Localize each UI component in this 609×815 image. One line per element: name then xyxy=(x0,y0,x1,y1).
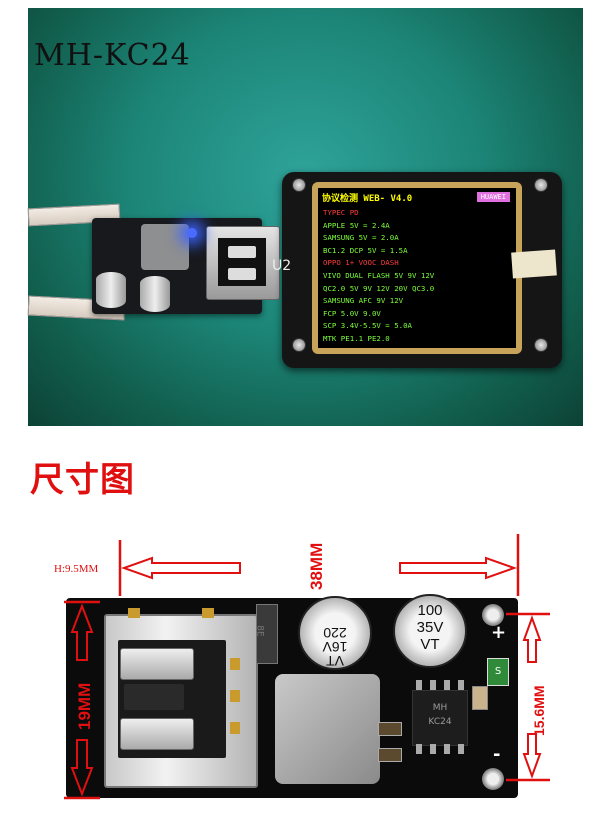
minus-marking: - xyxy=(493,744,501,765)
photo-usb-spring-top xyxy=(228,246,256,258)
screen-protocol-line: APPLE 5V = 2.4A xyxy=(323,220,390,230)
cap1-brand: VT xyxy=(420,636,440,653)
capacitor-100uf: 100 35V VT xyxy=(393,594,467,668)
screen-badge: HUAWEI xyxy=(476,192,510,202)
plus-marking: + xyxy=(491,622,507,643)
usb-tongue xyxy=(124,684,184,710)
screen-protocol-line: MTK PE1.1 PE2.0 xyxy=(323,334,390,343)
dim-hole-arrow-bottom xyxy=(522,733,542,779)
ic-pin xyxy=(430,680,436,690)
dim-width-label: 19MM xyxy=(75,683,94,730)
photo-capacitor-right xyxy=(140,276,170,312)
ic-pin xyxy=(444,744,450,754)
dim-length-arrow-right xyxy=(399,556,517,580)
blue-led xyxy=(187,228,197,238)
photo-capacitor-left xyxy=(96,272,126,308)
photo-inductor xyxy=(141,224,189,270)
pad xyxy=(128,608,140,618)
screen-protocol-line: OPPO 1+ VOOC DASH xyxy=(323,258,399,268)
section-heading: 尺寸图 xyxy=(30,460,135,500)
screen-protocol-line: SAMSUNG AFC 9V 12V xyxy=(323,296,404,306)
usb-spring-top xyxy=(120,648,194,680)
tester-screen: 协议检测 WEB- V4.0 HUAWEI TYPEC PD APPLE 5V =… xyxy=(318,188,516,348)
screen-protocol-line: SAMSUNG 5V = 2.0A xyxy=(323,233,399,243)
ic-label-line1: MH xyxy=(432,703,448,713)
ic-pin xyxy=(458,680,464,690)
cap1-voltage: 35V xyxy=(416,619,444,636)
screw-top-left xyxy=(292,178,306,192)
screen-header: 协议检测 WEB- V4.0 xyxy=(322,194,413,204)
usb-spring-bottom xyxy=(120,718,194,750)
mounting-hole-plus xyxy=(482,604,504,626)
smd-green-component: S xyxy=(487,658,509,686)
capacitor-220uf: VT 16V 220 xyxy=(298,596,372,670)
pad xyxy=(230,658,240,670)
dim-length-arrow-left xyxy=(121,556,241,580)
dim-height-label: H:9.5MM xyxy=(54,563,99,575)
smd-resistor xyxy=(378,722,402,736)
pad xyxy=(230,722,240,734)
screen-protocol-line: BC1.2 DCP 5V = 1.5A xyxy=(323,245,408,255)
ic-pin xyxy=(416,744,422,754)
dim-hole-arrow-top xyxy=(522,615,542,663)
screw-bottom-left xyxy=(292,338,306,352)
pad xyxy=(230,690,240,702)
ic-pin xyxy=(458,744,464,754)
product-model-label: MH-KC24 xyxy=(34,38,191,73)
ic-pin xyxy=(416,680,422,690)
smd-label: S xyxy=(494,666,502,677)
mounting-hole-minus xyxy=(482,768,504,790)
screen-protocol-line: TYPEC PD xyxy=(323,208,359,217)
screw-top-right xyxy=(534,178,548,192)
screen-protocol-line: SCP 3.4V-5.5V = 5.0A xyxy=(323,321,412,331)
pad xyxy=(202,608,214,618)
smd-diode xyxy=(256,604,278,664)
dim-hole-spacing-label: 15.6MM xyxy=(531,685,547,736)
diagram-inductor xyxy=(275,674,380,784)
screen-protocol-line: QC2.0 5V 9V 12V 20V QC3.0 xyxy=(323,283,435,293)
ic-chip: MH KC24 xyxy=(412,690,468,746)
smd-resistor xyxy=(378,748,402,762)
ic-pin xyxy=(430,744,436,754)
photo-usb-spring-bottom xyxy=(228,268,256,280)
screen-protocol-line: FCP 5.0V 9.0V xyxy=(323,308,381,318)
dim-length-label: 38MM xyxy=(307,543,326,590)
ic-pin xyxy=(444,680,450,690)
dim-width-arrow-bottom xyxy=(70,739,94,797)
dim-width-arrow-top xyxy=(70,603,94,661)
ic-label-line2: KC24 xyxy=(428,717,452,727)
cap1-value: 100 xyxy=(417,602,443,619)
screen-protocol-line: VIVO DUAL FLASH 5V 9V 12V xyxy=(323,271,435,280)
smd-capacitor xyxy=(472,686,488,710)
screw-bottom-right xyxy=(534,338,548,352)
tester-u2-label: U2 xyxy=(272,258,292,274)
